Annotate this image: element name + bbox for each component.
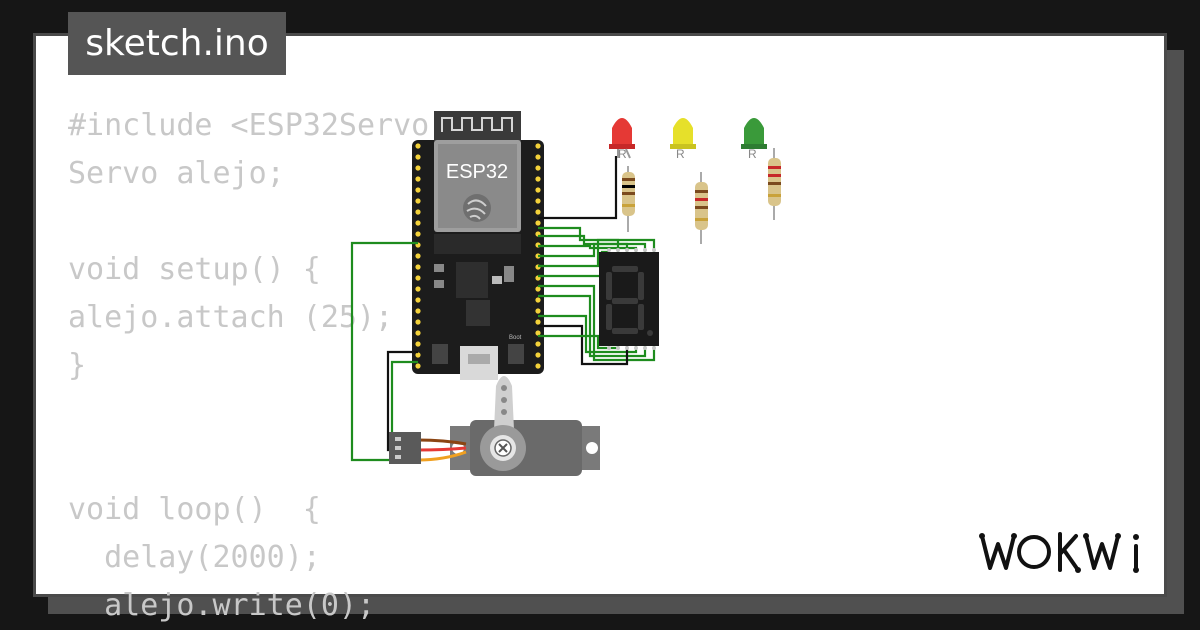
wire-display-g[interactable]	[538, 284, 656, 362]
led-yellow[interactable]: R	[670, 118, 696, 161]
en-button[interactable]	[432, 344, 448, 364]
led-green[interactable]: R	[741, 118, 767, 161]
wire-display-b[interactable]	[538, 234, 647, 252]
wire-display-dp[interactable]	[538, 294, 647, 358]
resistor-2[interactable]	[695, 172, 708, 244]
led-yellow-label: R	[676, 147, 685, 161]
boot-label: Boot	[509, 335, 522, 341]
wire-servo-gnd[interactable]	[390, 360, 418, 440]
wire-servo-signal[interactable]	[350, 241, 418, 462]
wire-display-a[interactable]	[538, 226, 656, 252]
code-line: delay(2000);	[68, 540, 321, 575]
wire-display-e[interactable]	[538, 238, 620, 268]
seven-segment-display[interactable]	[599, 248, 659, 350]
resistor-3[interactable]	[768, 148, 781, 220]
led-green-label: R	[748, 147, 757, 161]
wire-led-gnd[interactable]	[538, 156, 618, 220]
code-line: alejo.attach (25);	[68, 300, 394, 335]
esp32-board[interactable]: ESP32 Boot	[412, 111, 544, 380]
left-pin-header	[415, 143, 421, 369]
board-label: ESP32	[446, 161, 508, 183]
code-line: Servo alejo;	[68, 156, 285, 191]
servo-motor[interactable]	[389, 376, 600, 476]
code-line: alejo.write(0);	[68, 588, 376, 623]
led-red-label: R	[618, 147, 627, 161]
code-line: }	[68, 348, 87, 383]
resistor-1[interactable]	[622, 166, 635, 232]
code-line: void setup() {	[68, 252, 321, 287]
servo-connector	[389, 432, 421, 464]
led-red[interactable]: R	[609, 118, 635, 161]
boot-button[interactable]	[508, 344, 524, 364]
filename-tab[interactable]: sketch.ino	[68, 12, 286, 75]
wire-display-c[interactable]	[538, 244, 638, 252]
code-line: void loop() {	[68, 492, 321, 527]
wires	[350, 156, 656, 462]
wire-display-d[interactable]	[538, 242, 629, 258]
wokwi-logo	[979, 532, 1139, 573]
wire-display-com2[interactable]	[538, 324, 629, 366]
